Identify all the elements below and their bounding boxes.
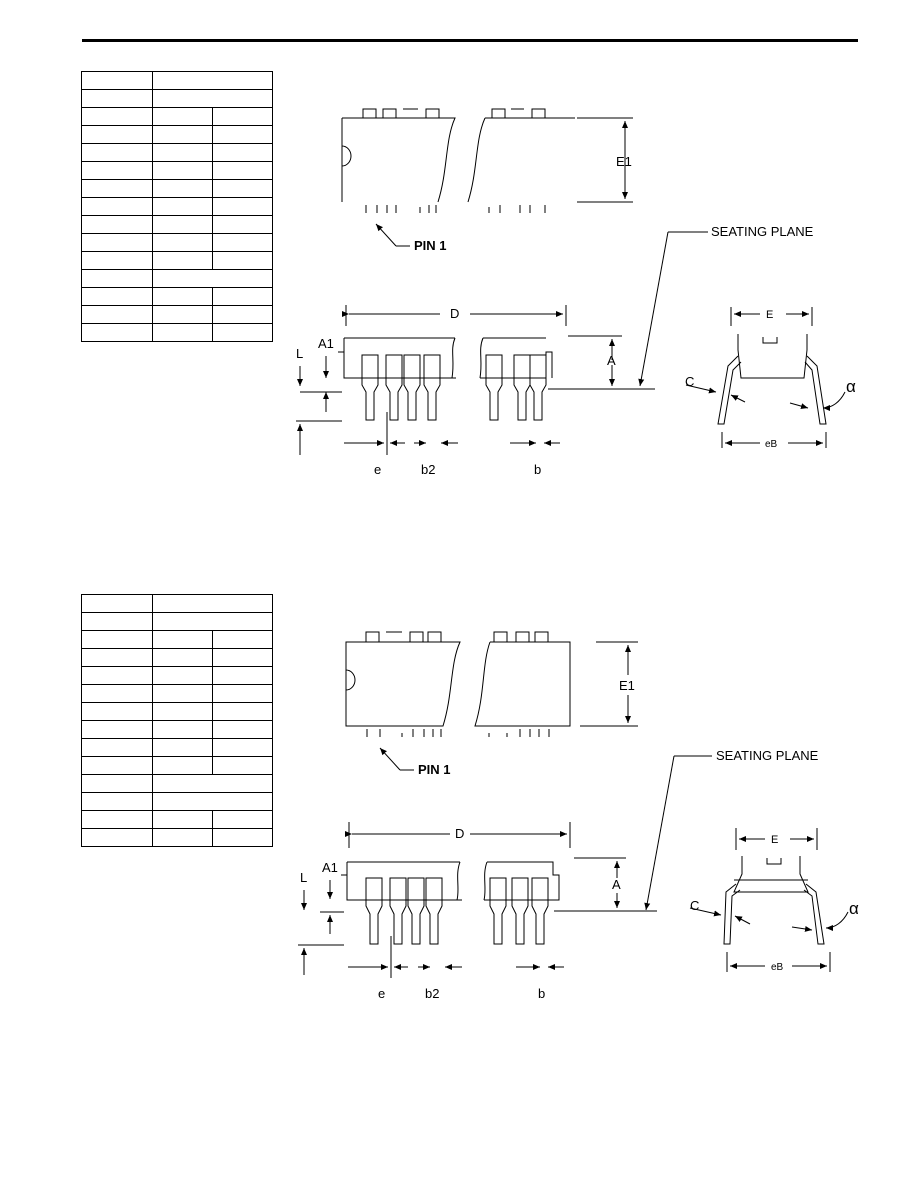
dim-label-C: C [690,898,699,913]
seating-plane-label: SEATING PLANE [711,224,814,239]
table-row [81,71,273,90]
end-view [685,307,846,448]
dim-label-E: E [771,834,778,846]
table-row [81,702,273,721]
table-row [81,648,273,667]
table-row [81,594,273,613]
top-view-body [345,631,638,737]
dim-label-C: C [685,374,694,389]
dim-label-E1: E1 [616,154,632,169]
dim-label-D: D [450,306,459,321]
table-row [81,107,273,126]
figure-top-labels: E1 PIN 1 SEATING PLANE D A A1 L e b2 b E… [296,154,856,477]
table-row [81,125,273,144]
table-row [81,269,273,288]
dim-label-b: b [534,462,541,477]
table-row [81,179,273,198]
seating-plane-label: SEATING PLANE [716,748,819,763]
table-row [81,305,273,324]
figure-bottom [298,631,849,978]
table-row [81,143,273,162]
dim-label-A1: A1 [322,860,338,875]
dim-label-L: L [300,870,307,885]
table-row [81,233,273,252]
side-view [298,822,657,978]
dim-label-A: A [607,353,616,368]
table-row [81,792,273,811]
dim-label-b2: b2 [425,986,439,1001]
figure-bottom-labels: E1 PIN 1 SEATING PLANE D A A1 L e b2 b E… [300,678,859,1001]
table-row [81,197,273,216]
dim-label-b: b [538,986,545,1001]
end-view [689,828,849,972]
table-row [81,251,273,270]
dim-label-alpha: α [846,377,856,396]
dim-label-e: e [374,462,381,477]
table-row [81,828,273,847]
dim-label-L: L [296,346,303,361]
table-row [81,612,273,631]
dim-label-b2: b2 [421,462,435,477]
dim-label-E1: E1 [619,678,635,693]
table-row [81,161,273,180]
dim-label-eB: eB [765,439,778,450]
dimension-table-bottom [81,594,273,847]
dim-label-A1: A1 [318,336,334,351]
dim-label-A: A [612,877,621,892]
table-row [81,738,273,757]
top-view-body [341,108,633,213]
header-rule [82,39,858,42]
side-view [296,305,655,455]
pin1-label: PIN 1 [414,238,447,253]
dimension-table-top [81,71,273,342]
dim-label-e: e [378,986,385,1001]
dim-label-alpha: α [849,899,859,918]
pin1-label: PIN 1 [418,762,451,777]
figure-top [296,108,846,455]
dim-label-D: D [455,826,464,841]
table-row [81,323,273,342]
dim-label-eB: eB [771,962,784,973]
dim-label-E: E [766,309,773,321]
